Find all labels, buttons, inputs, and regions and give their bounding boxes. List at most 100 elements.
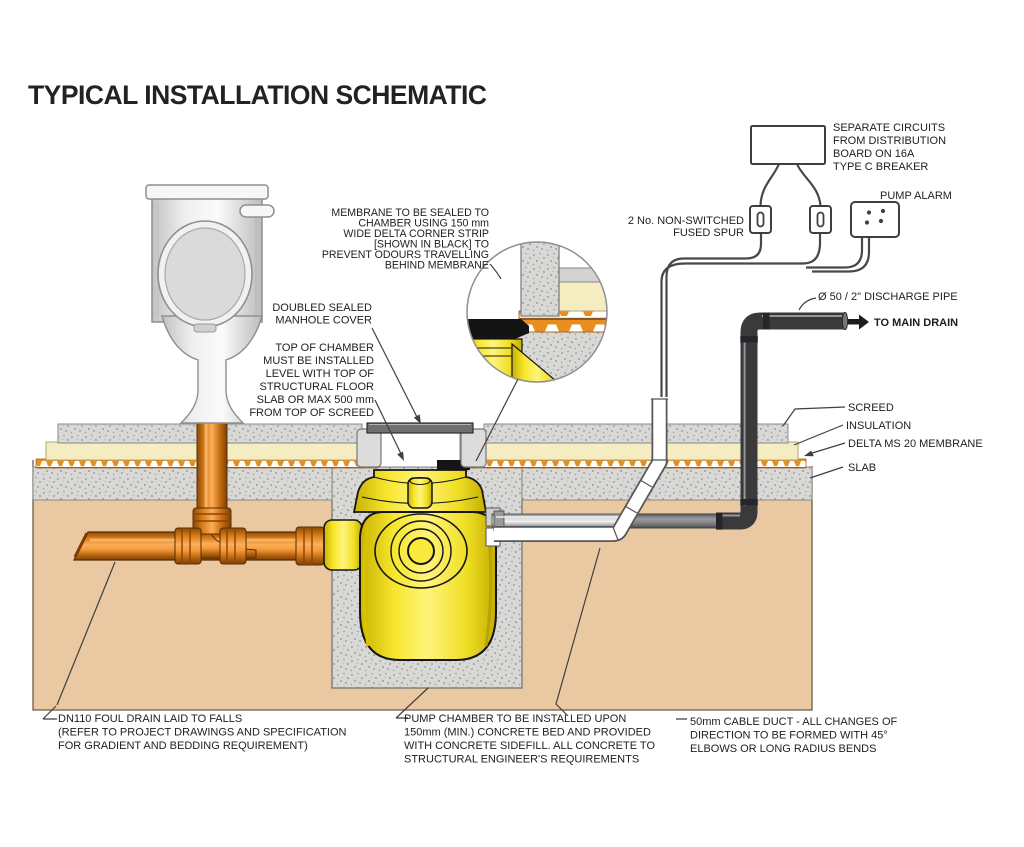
electrical-wiring (660, 163, 871, 397)
corner-strip-black (437, 460, 470, 470)
toc-line5: SLAB OR MAX 500 mm (257, 394, 374, 406)
label-screed: SCREED (848, 402, 894, 414)
leader-insulation (793, 424, 844, 446)
leader-manhole-cover (371, 327, 420, 422)
label-cable-duct: 50mm CABLE DUCT - ALL CHANGES OF DIRECTI… (690, 716, 897, 755)
pipe-open-end (841, 311, 849, 331)
cistern-lid (145, 184, 269, 200)
pump-alarm-unit (850, 201, 900, 238)
riser-collar-3 (763, 312, 770, 330)
label-board-note: SEPARATE CIRCUITS FROM DISTRIBUTION BOAR… (833, 122, 946, 173)
duct-line1: 50mm CABLE DUCT - ALL CHANGES OF (690, 716, 897, 728)
to-main-drain-arrow-icon (848, 314, 869, 330)
arrowhead-cover (413, 414, 421, 424)
membrane-line5: PREVENT ODOURS TRAVELLING (322, 249, 489, 261)
earth-outline (32, 460, 813, 711)
dn110-line3: FOR GRADIENT AND BEDDING REQUIREMENT) (58, 740, 308, 752)
alarm-wire-2 (812, 236, 871, 273)
discharge-pipe-riser (716, 311, 849, 530)
pcn-line2: 150mm (MIN.) CONCRETE BED AND PROVIDED (404, 727, 651, 739)
membrane-line2: CHAMBER USING 150 mm (358, 218, 489, 230)
board-note-line4: TYPE C BREAKER (833, 161, 928, 173)
slab-right (521, 466, 813, 501)
leader-slab (809, 466, 844, 479)
manhole-collar (356, 422, 487, 470)
pipe-couplings (174, 526, 325, 566)
pump-chamber (323, 469, 501, 661)
pcn-line3: WITH CONCRETE SIDEFILL. ALL CONCRETE TO (404, 740, 655, 752)
duct-line2: DIRECTION TO BE FORMED WITH 45° (690, 730, 888, 742)
arrowhead-chamber (397, 451, 404, 461)
leader-membrane-note (489, 263, 502, 280)
discharge-pipe-horizontal (491, 510, 735, 532)
collar-ridges (193, 513, 231, 522)
drain-open-end (73, 532, 89, 558)
seat-hinge (193, 323, 217, 333)
label-pump-chamber-note: PUMP CHAMBER TO BE INSTALLED UPON 150mm … (404, 713, 655, 766)
leader-top-of-chamber (374, 399, 404, 459)
label-fused-spur: 2 No. NON-SWITCHED FUSED SPUR (628, 215, 744, 239)
label-membrane-note: MEMBRANE TO BE SEALED TO CHAMBER USING 1… (322, 207, 489, 272)
chamber-inlet-socket (323, 519, 363, 571)
body-shade-left (362, 523, 370, 647)
board-note-line1: SEPARATE CIRCUITS (833, 122, 945, 134)
toilet-pedestal (161, 315, 263, 424)
board-note-line2: FROM DISTRIBUTION (833, 135, 946, 147)
board-note-line3: BOARD ON 16A (833, 148, 915, 160)
pcn-line1: PUMP CHAMBER TO BE INSTALLED UPON (404, 713, 626, 725)
dn110-line1: DN110 FOUL DRAIN LAID TO FALLS (58, 713, 242, 725)
pcn-line4: STRUCTURAL ENGINEER'S REQUIREMENTS (404, 754, 639, 766)
distribution-board (750, 125, 826, 165)
membrane-line3: WIDE DELTA CORNER STRIP (343, 228, 489, 240)
chamber-access-port (374, 513, 468, 589)
membrane-line6: BEHIND MEMBRANE (385, 260, 489, 272)
fused-spur-left (749, 205, 772, 234)
duct-body (494, 399, 666, 541)
leader-detail-to-corner (475, 378, 519, 462)
foul-drain-pipe (73, 417, 333, 566)
toilet (145, 184, 275, 424)
dn110-line2: (REFER TO PROJECT DRAWINGS AND SPECIFICA… (58, 727, 347, 739)
arrowhead-membrane (804, 450, 814, 457)
chamber-body (359, 511, 497, 661)
leader-lines (42, 263, 846, 720)
leader-membrane (808, 442, 846, 455)
leader-pump-note (395, 687, 429, 719)
label-slab: SLAB (848, 462, 876, 474)
toc-line3: LEVEL WITH TOP OF (266, 368, 375, 380)
cover-line2: MANHOLE COVER (275, 315, 372, 327)
detail-ring (466, 241, 608, 383)
floor-layers-right (461, 423, 813, 501)
label-discharge-pipe: Ø 50 / 2" DISCHARGE PIPE (818, 291, 958, 303)
toc-line4: STRUCTURAL FLOOR (260, 381, 375, 393)
toc-line6: FROM TOP OF SCREED (249, 407, 374, 419)
page-title: TYPICAL INSTALLATION SCHEMATIC (28, 80, 487, 110)
leader-discharge (798, 297, 817, 311)
label-insulation: INSULATION (846, 420, 911, 432)
membrane-line1: MEMBRANE TO BE SEALED TO (331, 207, 489, 219)
fused-spur-line2: FUSED SPUR (673, 227, 744, 239)
label-delta-membrane: DELTA MS 20 MEMBRANE (848, 438, 983, 450)
riser-collar-2 (740, 336, 758, 343)
label-top-of-chamber: TOP OF CHAMBER MUST BE INSTALLED LEVEL W… (249, 342, 374, 419)
fused-spur-line1: 2 No. NON-SWITCHED (628, 215, 744, 227)
cable-duct (494, 398, 668, 542)
board-wire-left (759, 163, 781, 207)
duct-line3: ELBOWS OR LONG RADIUS BENDS (690, 743, 876, 755)
collar-block-left (356, 428, 382, 468)
riser-body (716, 312, 844, 530)
fused-spur-right (809, 205, 832, 234)
cover-line1: DOUBLED SEALED (272, 302, 372, 314)
label-manhole-cover: DOUBLED SEALED MANHOLE COVER (272, 302, 372, 327)
spur-wire-right (660, 232, 822, 397)
flush-handle (239, 204, 275, 218)
cap-top (409, 477, 431, 485)
label-to-main-drain: TO MAIN DRAIN (874, 317, 958, 329)
alarm-wire-1 (806, 236, 864, 269)
riser-collar-1 (740, 499, 758, 506)
label-pump-alarm: PUMP ALARM (880, 190, 952, 202)
label-dn110: DN110 FOUL DRAIN LAID TO FALLS (REFER TO… (58, 713, 347, 752)
board-wire-right (795, 163, 822, 207)
toc-line1: TOP OF CHAMBER (275, 342, 374, 354)
riser-collar-4 (716, 512, 723, 530)
